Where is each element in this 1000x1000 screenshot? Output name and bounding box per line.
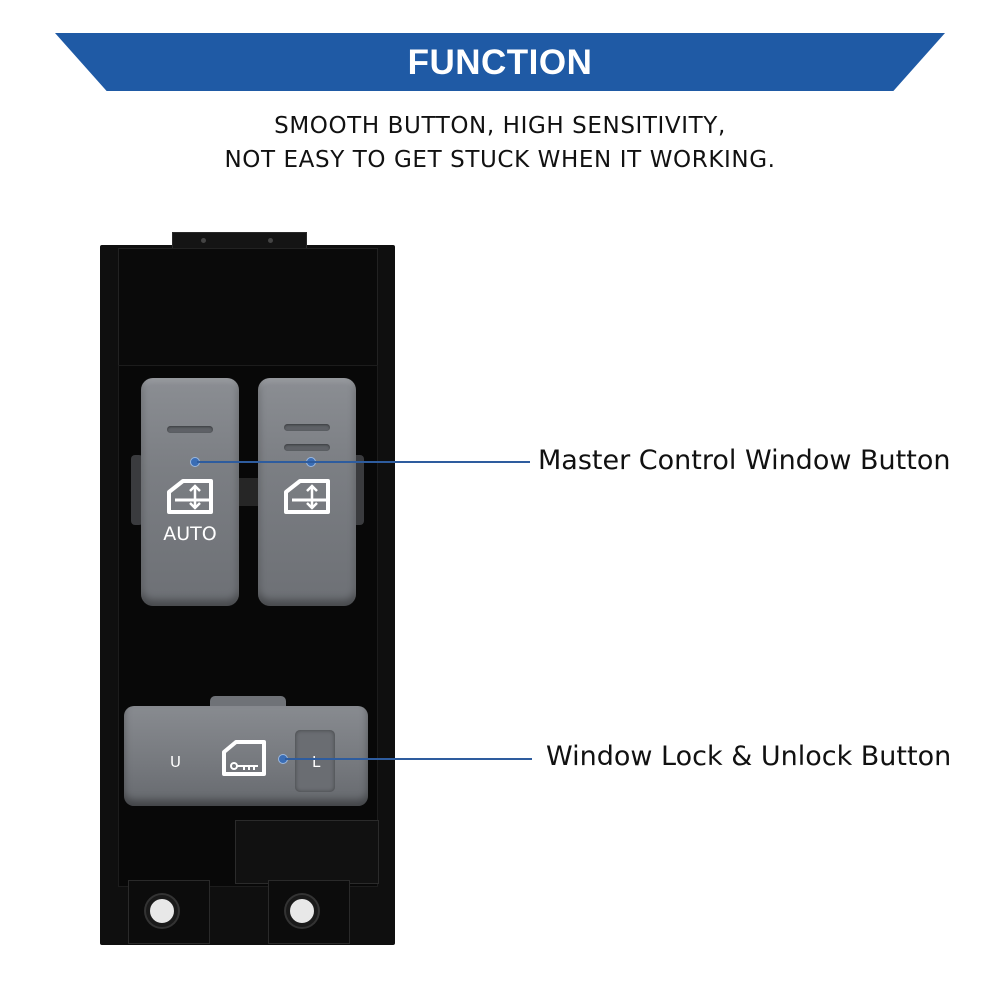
auto-label: AUTO bbox=[163, 523, 217, 545]
master-control-label: Master Control Window Button bbox=[538, 445, 951, 476]
callout-line-master bbox=[197, 461, 530, 463]
window-lock-icon bbox=[222, 740, 266, 776]
page-title: FUNCTION bbox=[407, 43, 593, 82]
button-grip-groove bbox=[167, 426, 213, 433]
header-banner bbox=[55, 33, 945, 91]
switch-connector-block bbox=[235, 820, 379, 884]
switch-upper-panel bbox=[118, 248, 378, 370]
driver-window-button[interactable]: AUTO bbox=[141, 378, 239, 606]
mounting-hole-left bbox=[146, 895, 178, 927]
lock-letter: L bbox=[312, 753, 321, 771]
window-up-down-icon bbox=[284, 479, 330, 514]
unlock-letter: U bbox=[170, 753, 181, 771]
window-up-down-icon bbox=[167, 479, 213, 514]
rocker-center-bar bbox=[236, 478, 260, 506]
subtitle-line-2: NOT EASY TO GET STUCK WHEN IT WORKING. bbox=[224, 147, 776, 173]
window-lock-label: Window Lock & Unlock Button bbox=[546, 741, 952, 772]
rocker-pivot-left bbox=[131, 455, 143, 525]
button-grip-groove bbox=[284, 424, 330, 431]
passenger-window-button[interactable] bbox=[258, 378, 356, 606]
subtitle-line-1: SMOOTH BUTTON, HIGH SENSITIVITY, bbox=[274, 113, 726, 139]
callout-line-lock bbox=[285, 758, 532, 760]
mounting-hole-right bbox=[286, 895, 318, 927]
lock-slider-nub bbox=[295, 730, 335, 792]
button-grip-groove bbox=[284, 444, 330, 451]
